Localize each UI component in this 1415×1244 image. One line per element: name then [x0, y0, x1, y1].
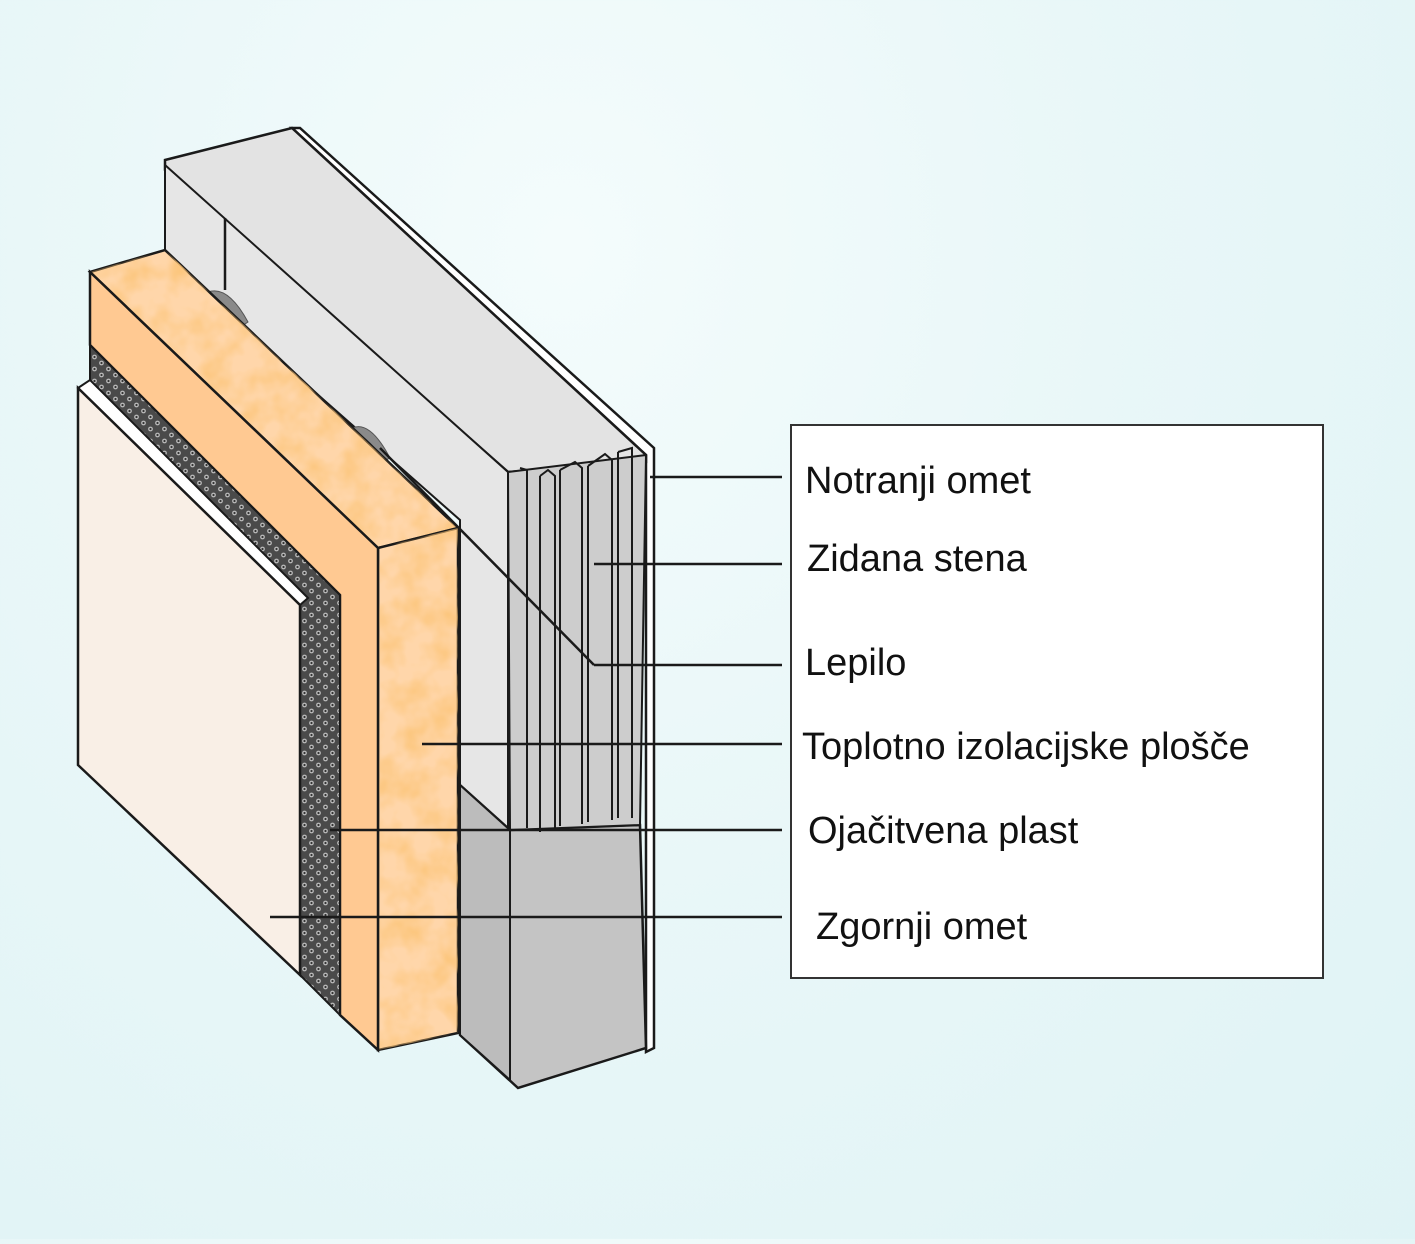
top-plaster-layer	[76, 378, 310, 978]
leader-lines	[270, 447, 782, 919]
brick-grooves	[519, 446, 633, 832]
legend-label-zidana-stena: Zidana stena	[807, 538, 1027, 580]
legend-label-notranji-omet: Notranji omet	[805, 460, 1031, 502]
legend-box: Notranji omet Zidana stena Lepilo Toplot…	[790, 424, 1324, 979]
leader-lepilo-bend	[379, 447, 595, 666]
legend-label-lepilo: Lepilo	[805, 642, 907, 684]
legend-label-zgornji-omet: Zgornji omet	[816, 906, 1028, 948]
insulation-board-layer	[87, 248, 461, 1053]
legend-label-ojacitvena-plast: Ojačitvena plast	[808, 810, 1079, 852]
legend-label-toplotno-izolacijske-plosce: Toplotno izolacijske plošče	[802, 726, 1250, 768]
